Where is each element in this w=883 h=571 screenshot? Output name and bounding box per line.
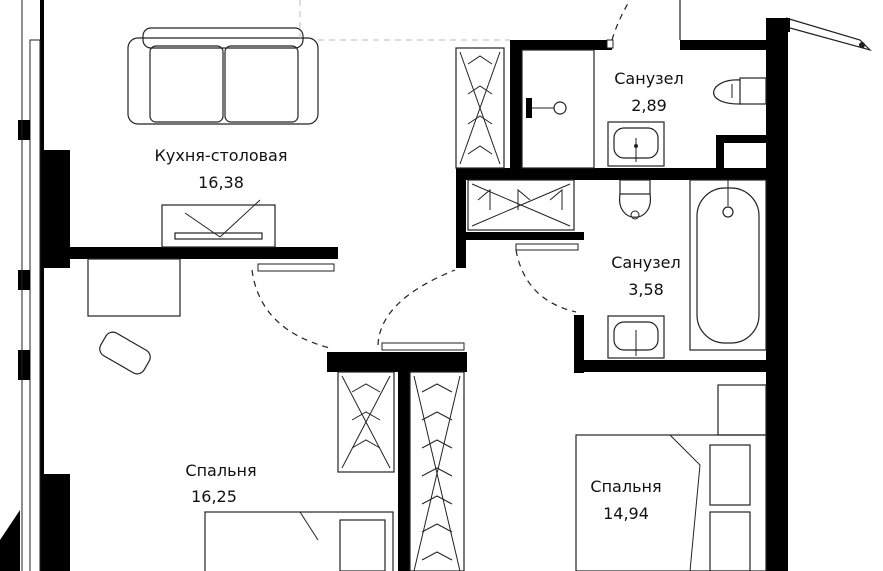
room-name: Спальня: [185, 461, 256, 480]
room-name: Санузел: [611, 253, 680, 272]
bathtub: [689, 179, 767, 351]
room-label-bathroom-1: Санузел 2,89: [614, 69, 683, 115]
bed-bedroom2: [575, 384, 767, 571]
wardrobes: [337, 47, 575, 571]
windows: [0, 0, 41, 571]
room-area: 16,38: [198, 173, 244, 192]
room-name: Кухня-столовая: [155, 146, 288, 165]
desk-chair: [87, 258, 181, 375]
room-area: 3,58: [628, 280, 664, 299]
room-label-kitchen-dining: Кухня-столовая 16,38: [155, 146, 288, 192]
sofa: [127, 0, 510, 125]
sink-bath1: [607, 121, 665, 167]
room-name: Спальня: [590, 477, 661, 496]
room-label-bedroom-2: Спальня 14,94: [590, 477, 661, 523]
room-label-bedroom-1: Спальня 16,25: [185, 461, 256, 506]
room-area: 14,94: [603, 504, 649, 523]
sink-bath2: [607, 315, 665, 359]
room-name: Санузел: [614, 69, 683, 88]
shower: [521, 49, 595, 169]
bed-bedroom1: [204, 511, 394, 571]
room-area: 16,25: [191, 487, 237, 506]
doors: [251, 39, 614, 351]
desk-tv: [161, 199, 276, 248]
toilet-bath2: [619, 179, 651, 220]
walls: [40, 0, 788, 571]
room-area: 2,89: [631, 96, 667, 115]
room-label-bathroom-2: Санузел 3,58: [611, 253, 680, 299]
toilet-bath1: [713, 77, 767, 105]
balcony-door: [611, 0, 873, 52]
